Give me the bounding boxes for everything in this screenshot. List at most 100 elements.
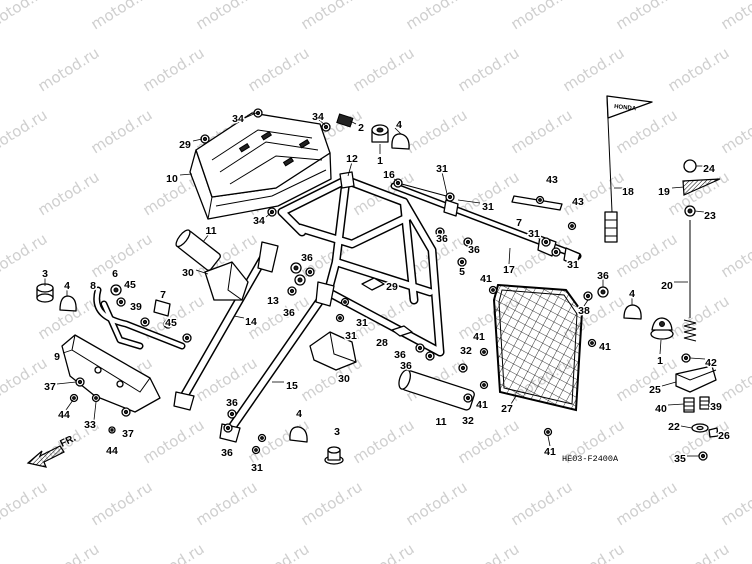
fastener-part: [393, 178, 403, 188]
fastener-part: [445, 192, 455, 202]
watermark-text: motod.ru: [665, 540, 733, 564]
watermark-text: motod.ru: [298, 478, 366, 530]
callout-label: 41: [473, 331, 485, 343]
callout-label: 45: [124, 279, 136, 291]
roll-frame-part: [277, 171, 445, 357]
callout-label: 41: [476, 399, 488, 411]
side-tube-right-part: [219, 281, 335, 443]
callout-label: 23: [704, 210, 716, 222]
fastener-part: [541, 237, 551, 247]
callout-label: 25: [649, 384, 661, 396]
fastener-part: [698, 451, 708, 461]
plate-28-part: [391, 325, 413, 337]
watermark-text: motod.ru: [718, 478, 752, 530]
callout-label: 4: [396, 119, 402, 131]
callout-label: 36: [400, 360, 412, 372]
fastener-part: [200, 134, 210, 144]
grommet-left-part: [36, 283, 54, 303]
rubber-mount-part: [371, 124, 389, 143]
leader-line: [457, 199, 481, 204]
leader-line: [694, 210, 705, 213]
fastener-part: [290, 262, 302, 274]
side-tube-left-part: [173, 241, 279, 411]
callout-label: 36: [436, 233, 448, 245]
fastener-part: [457, 257, 467, 267]
watermark-text: motod.ru: [613, 0, 681, 33]
watermark-text: motod.ru: [35, 44, 103, 96]
fastener-part: [479, 380, 489, 390]
callout-label: 34: [312, 111, 324, 123]
watermark-text: motod.ru: [350, 540, 418, 564]
callout-label: 13: [267, 295, 279, 307]
callout-label: 28: [376, 337, 388, 349]
leader-line: [56, 381, 77, 385]
callout-label: 31: [251, 462, 263, 474]
callout-label: 10: [166, 173, 178, 185]
callout-label: 22: [668, 421, 680, 433]
callout-label: 34: [232, 113, 244, 125]
callout-label: 31: [567, 259, 579, 271]
leader-line: [179, 173, 193, 176]
watermark-text: motod.ru: [403, 106, 471, 158]
callout-label: 14: [245, 316, 257, 328]
watermark-text: motod.ru: [403, 0, 471, 33]
watermark-text: motod.ru: [508, 0, 576, 33]
leader-line: [192, 138, 203, 142]
fastener-part: [479, 347, 489, 357]
fastener-part: [681, 353, 691, 363]
watermark-text: motod.ru: [455, 540, 523, 564]
watermark-text: motod.ru: [245, 44, 313, 96]
watermark-text: motod.ru: [0, 0, 50, 33]
leader-line: [265, 211, 273, 218]
watermark-text: motod.ru: [245, 540, 313, 564]
callout-label: 26: [718, 430, 730, 442]
leader-line: [62, 349, 73, 354]
callout-label: 41: [599, 341, 611, 353]
fastener-part: [257, 433, 267, 443]
watermark-text: motod.ru: [718, 106, 752, 158]
skid-plate-part: [61, 334, 161, 413]
callout-label: 36: [394, 349, 406, 361]
fastener-part: [425, 351, 435, 361]
callout-label: 1: [657, 355, 663, 367]
fastener-part: [227, 409, 237, 419]
callout-label: 6: [112, 268, 118, 280]
callout-label: 4: [629, 288, 635, 300]
callout-label: 44: [58, 409, 70, 421]
watermark-text: motod.ru: [403, 478, 471, 530]
callout-label: 11: [435, 416, 446, 428]
fastener-part: [116, 297, 126, 307]
leader-line: [510, 395, 517, 405]
callout-label: 3: [42, 268, 48, 280]
watermark-text: motod.ru: [508, 478, 576, 530]
grommet-center-part: [324, 446, 344, 465]
watermark-text: motod.ru: [35, 168, 103, 220]
callout-label: 17: [503, 264, 515, 276]
fastener-part: [305, 267, 315, 277]
antenna-pole-part: [683, 220, 697, 342]
callout-label: 30: [338, 373, 350, 385]
callout-label: 42: [705, 357, 717, 369]
leader-line: [715, 431, 721, 434]
clip-26-part: [708, 427, 719, 438]
callout-label: 12: [346, 153, 358, 165]
callout-label: 24: [703, 163, 715, 175]
callout-label: 44: [106, 445, 118, 457]
dome-cap-part: [391, 133, 410, 150]
fastener-part: [321, 122, 331, 132]
watermark-text: motod.ru: [508, 106, 576, 158]
watermark-text: motod.ru: [0, 478, 50, 530]
callout-label: 31: [482, 201, 494, 213]
fastener-part: [75, 377, 85, 387]
watermark-text: motod.ru: [613, 478, 681, 530]
callout-label: 39: [130, 301, 142, 313]
bracket-bar-part: [511, 195, 563, 211]
watermark-text: motod.ru: [140, 540, 208, 564]
watermark-text: motod.ru: [140, 44, 208, 96]
callout-label: 31: [356, 317, 368, 329]
callout-label: 29: [179, 139, 191, 151]
fastener-part: [163, 319, 173, 329]
washer-22-part: [691, 423, 709, 433]
fastener-part: [535, 195, 545, 205]
